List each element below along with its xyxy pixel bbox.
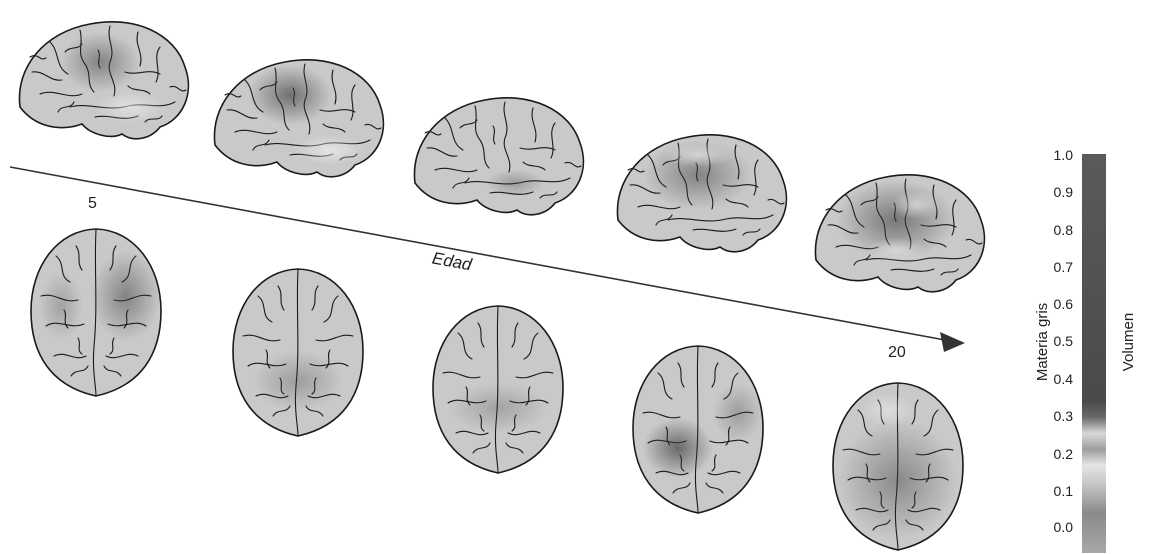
brain-top-3 <box>433 306 563 473</box>
colorbar-tick: 0.1 <box>1054 483 1074 499</box>
colorbar-tick: 0.7 <box>1054 259 1074 275</box>
brain-lateral-3 <box>414 98 583 215</box>
colorbar-tick: 0.8 <box>1054 222 1074 238</box>
brain-lateral-4 <box>617 135 786 252</box>
brain-lateral-2 <box>214 60 383 177</box>
colorbar-left-label: Materia gris <box>1034 303 1051 381</box>
brain-lateral-1 <box>19 22 188 139</box>
colorbar-tick: 0.6 <box>1054 296 1074 312</box>
age-start-label: 5 <box>88 195 97 212</box>
brain-top-1 <box>31 229 161 396</box>
colorbar-tick: 1.0 <box>1054 147 1074 163</box>
colorbar-ticks: 1.0 0.9 0.8 0.7 0.6 0.5 0.4 0.3 0.2 0.1 … <box>1054 147 1074 535</box>
colorbar-tick: 0.0 <box>1054 519 1074 535</box>
colorbar-tick: 0.4 <box>1054 371 1074 387</box>
brain-top-2 <box>233 269 363 436</box>
brain-top-4 <box>633 346 763 513</box>
age-axis-label: Edad <box>431 249 474 275</box>
brain-lateral-5 <box>815 175 984 292</box>
colorbar-right-label: Volumen <box>1120 313 1137 371</box>
brain-top-5 <box>833 383 963 550</box>
age-end-label: 20 <box>888 344 906 361</box>
colorbar-tick: 0.5 <box>1054 333 1074 349</box>
colorbar <box>1082 154 1106 553</box>
colorbar-tick: 0.3 <box>1054 408 1074 424</box>
colorbar-tick: 0.2 <box>1054 446 1074 462</box>
colorbar-tick: 0.9 <box>1054 184 1074 200</box>
